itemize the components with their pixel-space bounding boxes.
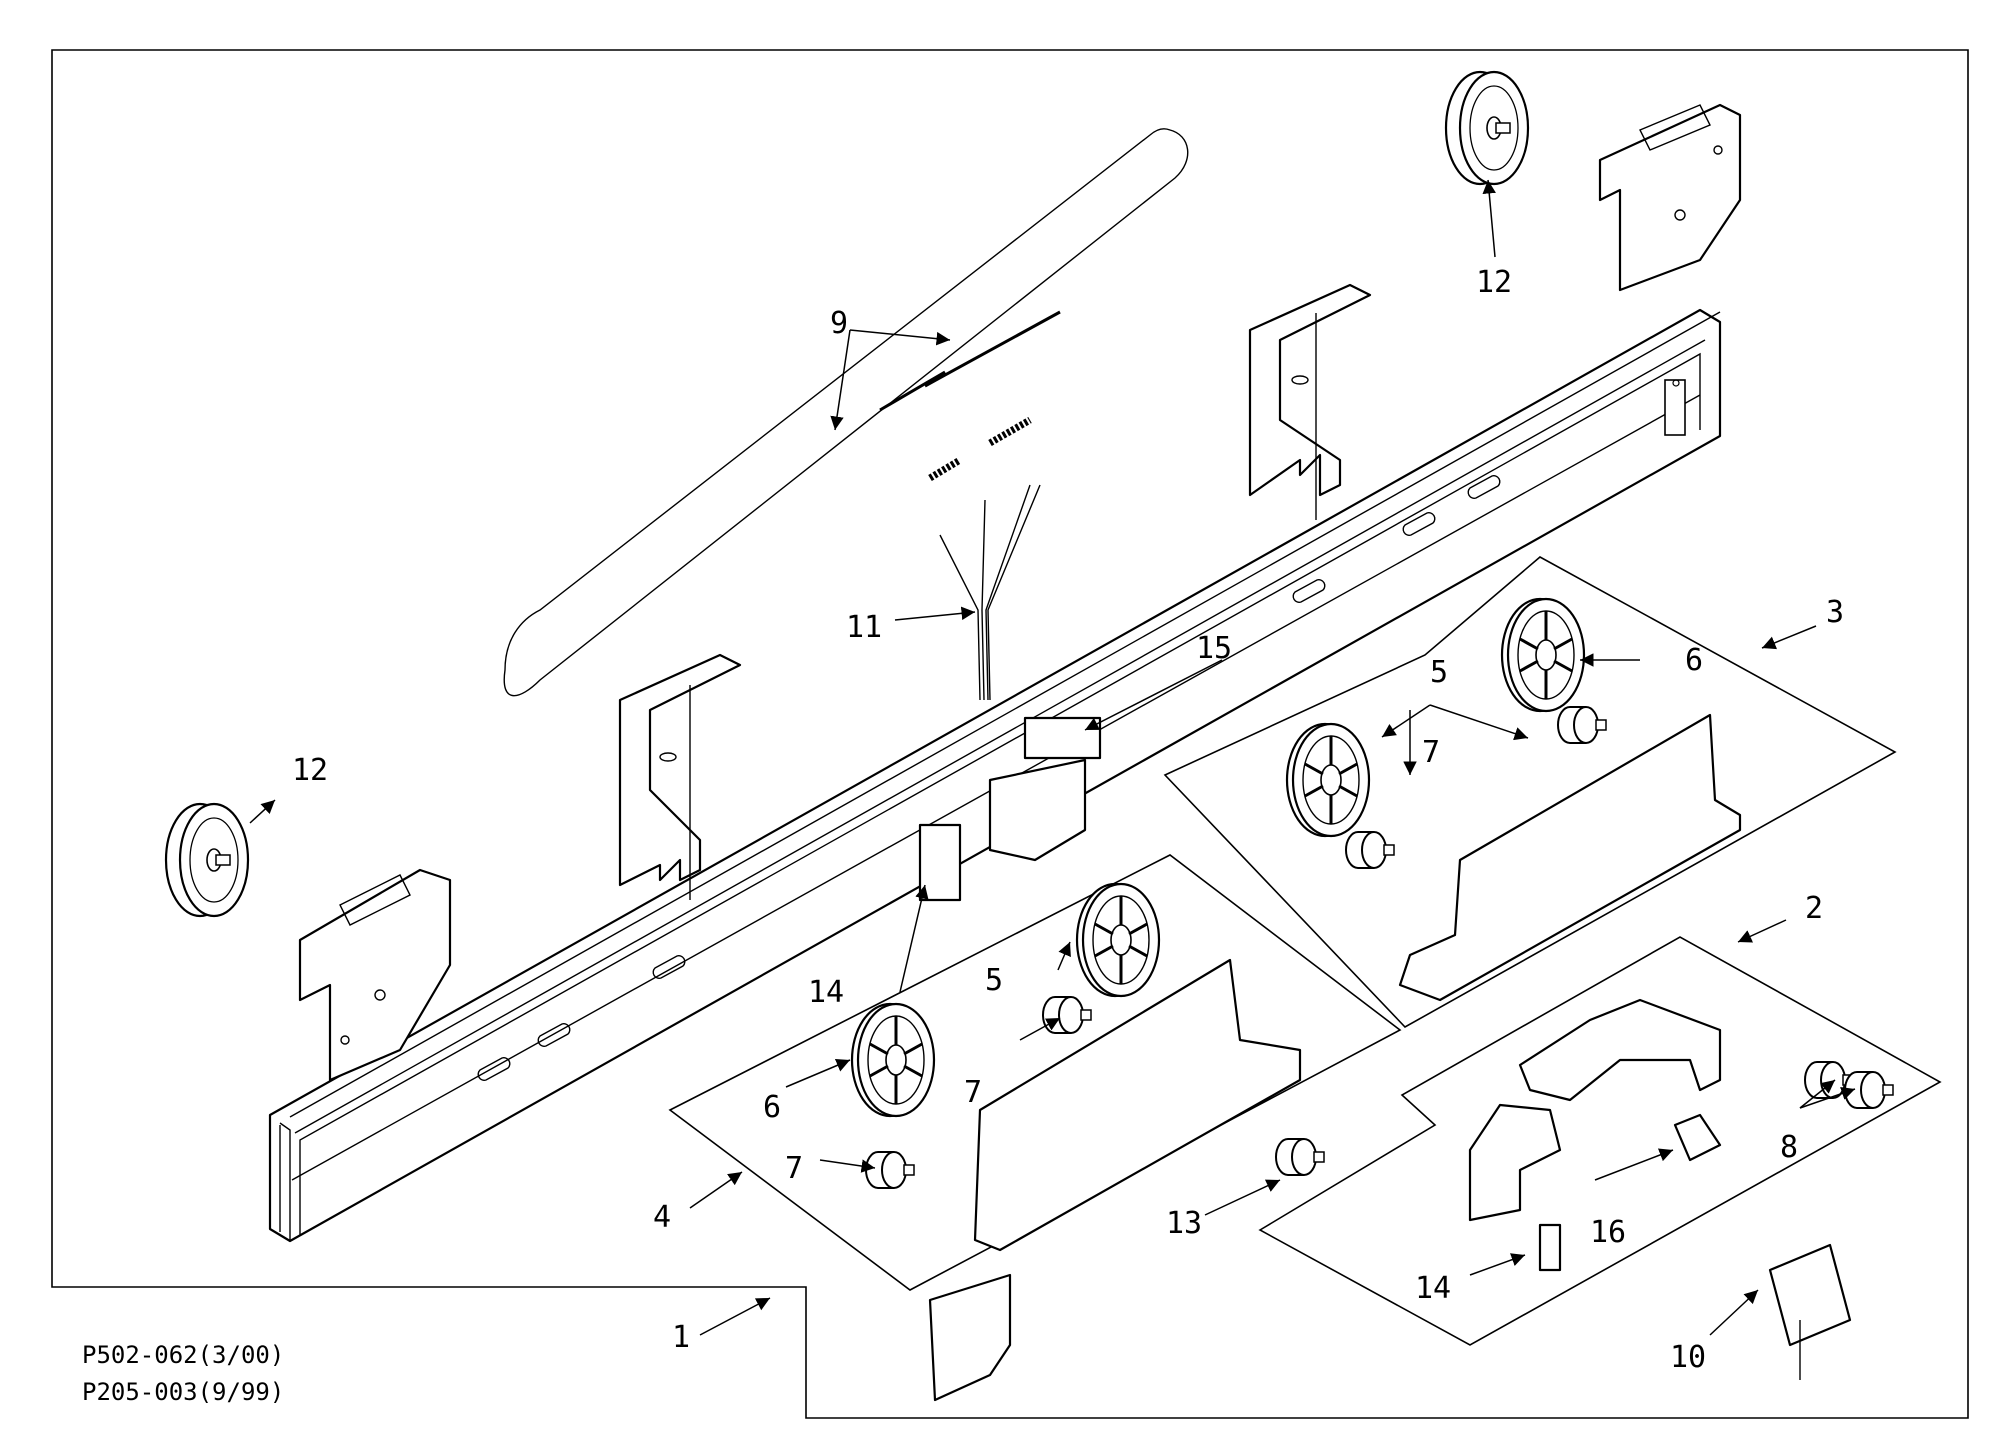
lower-bracket [928, 1273, 1012, 1402]
callout-14a: 14 [808, 975, 844, 1010]
callout-12b: 12 [1476, 265, 1512, 300]
callout-11: 11 [846, 610, 882, 645]
lock-mechanism [988, 758, 1087, 862]
hanger-bracket-right [1248, 283, 1372, 520]
pulley-right [1444, 70, 1530, 186]
wire-harness [939, 484, 1041, 701]
latch-10 [1768, 1243, 1852, 1347]
callout-7b: 7 [964, 1075, 982, 1110]
hanger-wheel-5-right [1285, 722, 1371, 838]
callout-7a: 7 [785, 1151, 803, 1186]
callout-14b: 14 [1415, 1271, 1451, 1306]
callout-8: 8 [1780, 1130, 1798, 1165]
contact-14 [1538, 1223, 1562, 1272]
hanger-plate-right [1398, 713, 1742, 1002]
callout-6b: 6 [1685, 643, 1703, 678]
callout-13: 13 [1166, 1206, 1202, 1241]
end-bracket-right [1598, 103, 1742, 292]
hanger-bracket-left [618, 653, 742, 900]
drawing-number-2: P205-003(9/99) [82, 1378, 284, 1406]
callout-2: 2 [1805, 891, 1823, 926]
operator-bracket [1518, 998, 1722, 1102]
door-operator-panel [1258, 936, 1942, 1346]
hanger-wheel-6-left [850, 1002, 936, 1118]
callout-10: 10 [1670, 1340, 1706, 1375]
drawing-number-1: P502-062(3/00) [82, 1341, 284, 1369]
callout-9: 9 [830, 306, 848, 341]
hanger-wheel-5-left [1075, 882, 1161, 998]
callout-16: 16 [1590, 1215, 1626, 1250]
callout-5b: 5 [1430, 655, 1448, 690]
pulley-left [164, 802, 250, 918]
drive-cable [503, 128, 1189, 697]
hanger-plate-left [973, 958, 1302, 1252]
callout-12a: 12 [292, 753, 328, 788]
hanger-assembly-panel-left [668, 854, 1402, 1291]
clip-16 [1673, 1113, 1722, 1162]
hanger-wheel-6-right [1500, 597, 1586, 713]
interlock-block [918, 823, 962, 902]
callout-5a: 5 [985, 963, 1003, 998]
leader-lines [249, 179, 1856, 1336]
operator-plate-14 [1468, 1103, 1562, 1222]
callout-6a: 6 [763, 1090, 781, 1125]
switch-block [1023, 716, 1102, 760]
callout-7c: 7 [1422, 735, 1440, 770]
end-bracket-left [298, 868, 452, 1082]
hanger-assembly-panel-right [1163, 556, 1897, 1029]
callout-4: 4 [653, 1200, 671, 1235]
callout-15: 15 [1196, 631, 1232, 666]
callout-3: 3 [1826, 595, 1844, 630]
callout-1: 1 [672, 1320, 690, 1355]
